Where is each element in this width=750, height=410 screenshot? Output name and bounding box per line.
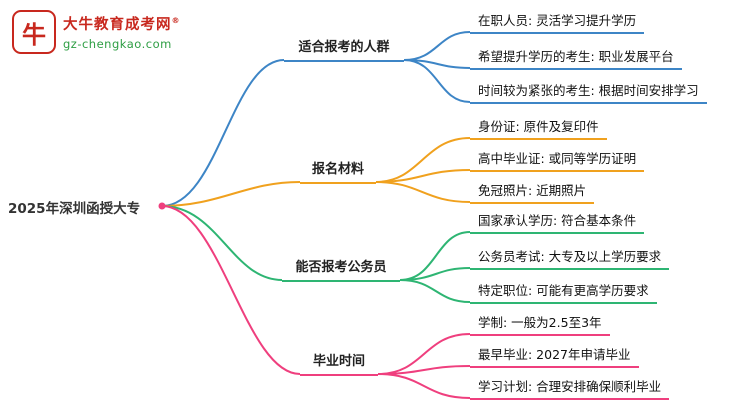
branch-node: 报名材料 (300, 158, 376, 184)
leaf-node: 学习计划: 合理安排确保顺利毕业 (470, 376, 670, 400)
branch-node: 能否报考公务员 (282, 256, 400, 282)
leaf-node: 公务员考试: 大专及以上学历要求 (470, 246, 670, 270)
branch-node: 毕业时间 (300, 350, 378, 376)
edge-leaf (399, 231, 471, 281)
edge-leaf (375, 181, 471, 203)
logo-text: 大牛教育成考网® gz-chengkao.com (63, 13, 181, 51)
logo: 牛 大牛教育成考网® gz-chengkao.com (12, 10, 181, 54)
edge-leaf (375, 169, 471, 183)
registered-mark: ® (171, 16, 181, 26)
leaf-node: 免冠照片: 近期照片 (470, 180, 595, 204)
leaf-node: 身份证: 原件及复印件 (470, 116, 607, 140)
edge-leaf (403, 59, 471, 103)
leaf-node: 国家承认学历: 符合基本条件 (470, 210, 645, 234)
leaf-node: 希望提升学历的考生: 职业发展平台 (470, 46, 682, 70)
edge-branch (161, 205, 301, 375)
leaf-node: 特定职位: 可能有更高学历要求 (470, 280, 657, 304)
edge-leaf (399, 279, 471, 303)
branch-node: 适合报考的人群 (284, 36, 404, 62)
edge-branch (161, 181, 301, 207)
root-anchor-dot (158, 202, 166, 210)
leaf-node: 高中毕业证: 或同等学历证明 (470, 148, 645, 172)
leaf-node: 学制: 一般为2.5至3年 (470, 312, 610, 336)
bull-icon: 牛 (12, 10, 56, 54)
edge-branch (161, 59, 285, 207)
leaf-node: 在职人员: 灵活学习提升学历 (470, 10, 645, 34)
leaf-node: 最早毕业: 2027年申请毕业 (470, 344, 639, 368)
site-name: 大牛教育成考网® (63, 16, 181, 33)
root-node: 2025年深圳函授大专 (8, 201, 141, 217)
site-domain: gz-chengkao.com (63, 37, 172, 51)
edge-leaf (377, 373, 471, 399)
edge-leaf (377, 365, 471, 375)
edge-leaf (377, 333, 471, 375)
leaf-node: 时间较为紧张的考生: 根据时间安排学习 (470, 80, 707, 104)
edge-leaf (375, 137, 471, 183)
edge-branch (161, 205, 283, 281)
edge-leaf (403, 31, 471, 61)
bull-icon-glyph: 牛 (22, 20, 46, 49)
